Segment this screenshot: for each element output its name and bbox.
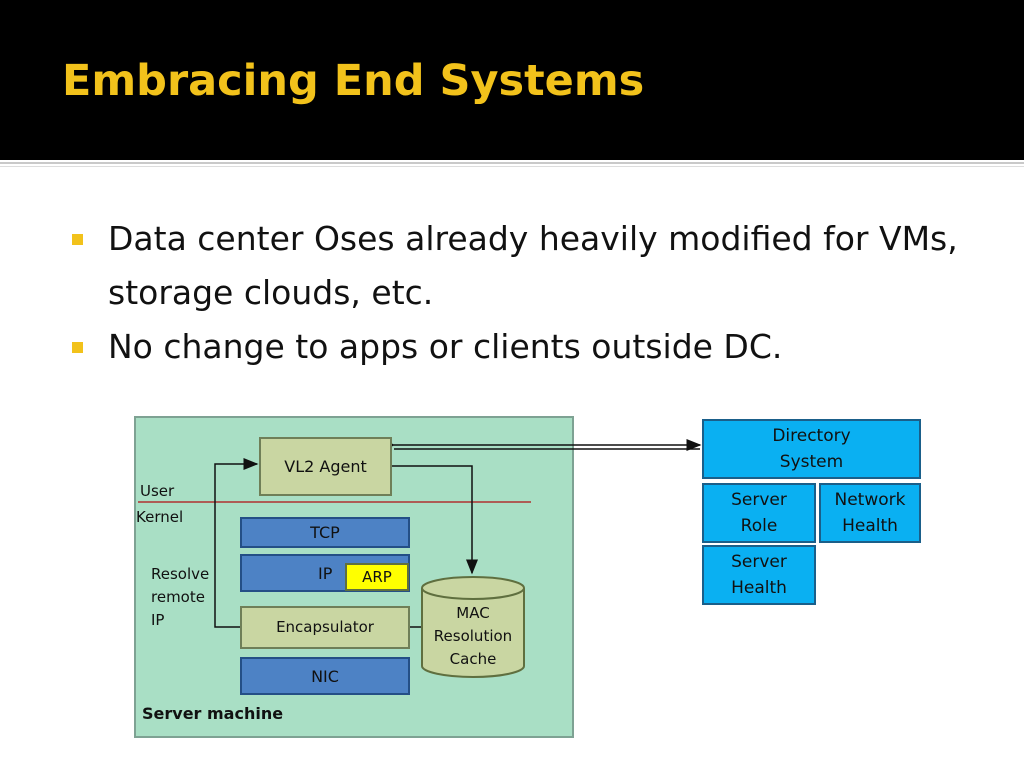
directory-label-line: Directory [772, 426, 851, 446]
resolve-arrow [214, 458, 259, 628]
bullet-marker-icon [72, 342, 83, 353]
resolve-label-line: Resolve [151, 565, 210, 583]
bullet-list: Data center Oses already heavily modifie… [72, 212, 992, 374]
server-health-label-line: Health [731, 578, 787, 598]
bullet-text: Data center Oses already heavily modifie… [108, 219, 958, 312]
network-health-label-line: Health [842, 516, 898, 536]
server-role-label-line: Server [731, 490, 787, 510]
server-health-label-line: Server [731, 552, 787, 572]
nic-layer: NIC [240, 657, 410, 695]
title-bar: Embracing End Systems [0, 0, 1024, 160]
cache-label-line: Cache [449, 650, 497, 668]
vl2-agent-box: VL2 Agent [259, 437, 392, 496]
divider [0, 166, 1024, 167]
arp-box: ARP [345, 563, 409, 591]
divider [0, 162, 1024, 164]
cache-label-line: MAC [456, 604, 490, 622]
bullet-marker-icon [72, 234, 83, 245]
server-role-label-line: Role [740, 516, 778, 536]
ip-layer: IP [240, 554, 410, 592]
server-role-box: Server Role [702, 483, 816, 543]
cache-cylinder [421, 576, 525, 678]
cache-label-line: Resolution [433, 627, 513, 645]
network-health-label-line: Network [834, 490, 906, 510]
resolve-label-line: remote [151, 588, 205, 606]
tcp-layer: TCP [240, 517, 410, 548]
slide-title: Embracing End Systems [62, 56, 645, 106]
bullet-item: Data center Oses already heavily modifie… [72, 212, 992, 320]
resolve-label-line: IP [151, 611, 165, 629]
kernel-label: Kernel [136, 508, 184, 526]
user-label: User [140, 482, 175, 500]
server-machine-label: Server machine [142, 704, 284, 723]
bullet-text: No change to apps or clients outside DC. [108, 327, 783, 366]
bullet-item: No change to apps or clients outside DC. [72, 320, 992, 374]
encapsulator-box: Encapsulator [240, 606, 410, 649]
server-health-box: Server Health [702, 545, 816, 605]
network-health-box: Network Health [819, 483, 921, 543]
agent-cache-arrow [392, 465, 478, 575]
directory-system-box: Directory System [702, 419, 921, 479]
directory-label-line: System [779, 452, 844, 472]
